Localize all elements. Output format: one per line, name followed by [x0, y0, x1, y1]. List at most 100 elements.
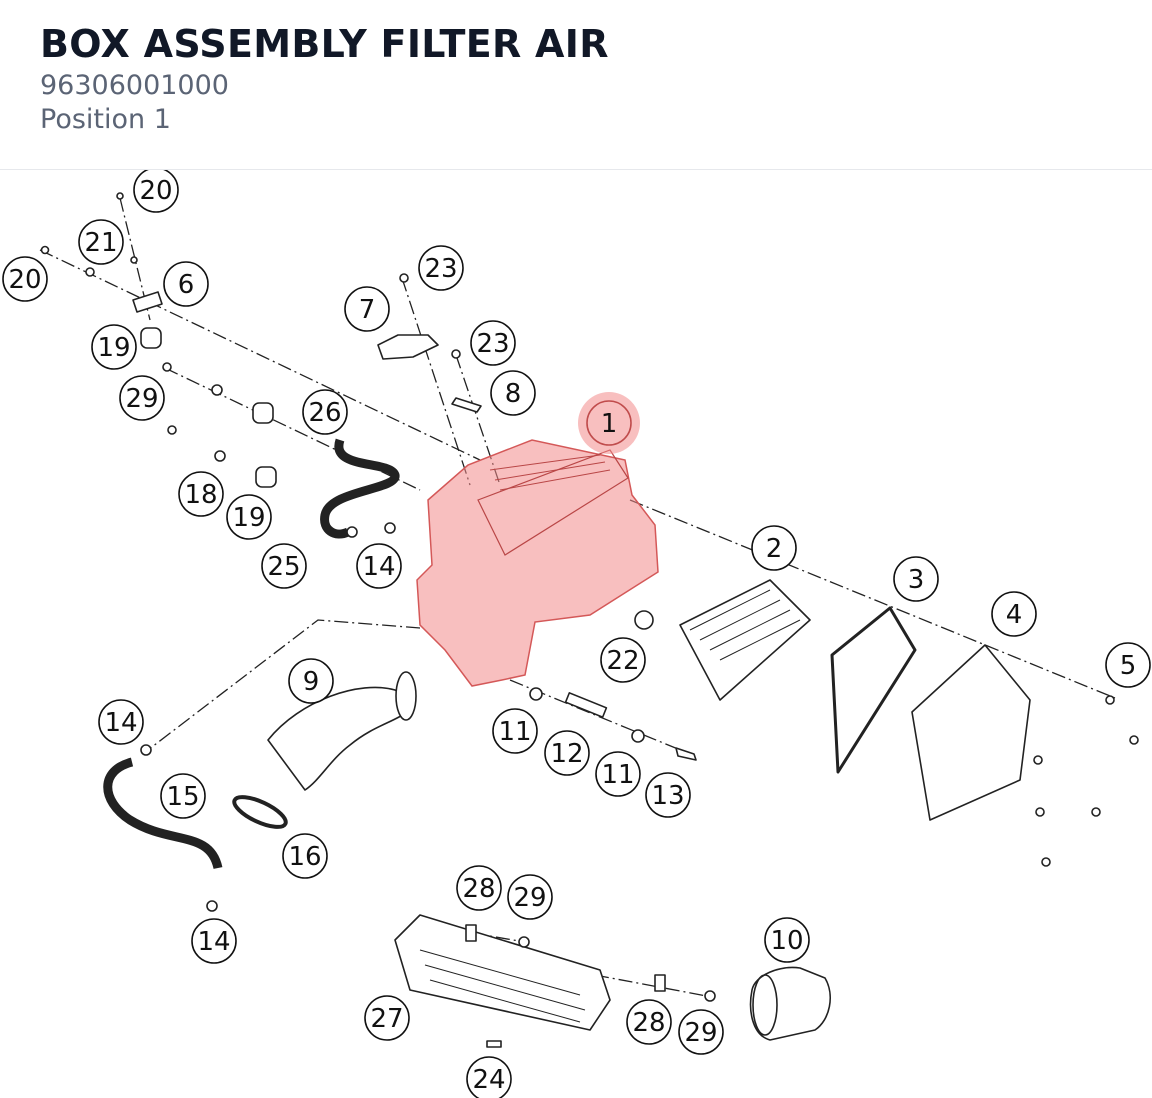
callout-19[interactable]: 19	[226, 494, 272, 540]
callout-22[interactable]: 22	[600, 637, 646, 683]
callout-label: 19	[232, 503, 265, 533]
callout-label: 12	[550, 739, 583, 769]
screw-part	[704, 990, 716, 1002]
callout-14[interactable]: 14	[356, 543, 402, 589]
clip-part	[206, 900, 218, 912]
clamp-part	[631, 729, 645, 743]
callout-16[interactable]: 16	[282, 833, 328, 879]
callout-circle	[678, 1009, 724, 1055]
callout-circle	[119, 375, 165, 421]
callout-4[interactable]: 4	[991, 591, 1037, 637]
callout-20[interactable]: 20	[133, 170, 179, 213]
cover-part	[911, 644, 1031, 821]
washer-part	[130, 256, 138, 264]
callout-label: 5	[1120, 651, 1137, 681]
callout-label: 24	[472, 1065, 505, 1095]
clip-part	[346, 526, 358, 538]
callout-23[interactable]: 23	[470, 320, 516, 366]
callout-11[interactable]: 11	[492, 708, 538, 754]
callout-circle	[418, 245, 464, 291]
callout-label: 26	[308, 398, 341, 428]
callout-label: 20	[139, 176, 172, 206]
callout-29[interactable]: 29	[119, 375, 165, 421]
callout-circle	[191, 918, 237, 964]
callout-28[interactable]: 28	[626, 999, 672, 1045]
callout-29[interactable]: 29	[507, 874, 553, 920]
callout-label: 28	[462, 874, 495, 904]
callout-label: 29	[684, 1018, 717, 1048]
callout-circle	[261, 543, 307, 589]
callout-9[interactable]: 9	[288, 658, 334, 704]
position-label: Position 1	[40, 104, 171, 135]
callout-10[interactable]: 10	[764, 917, 810, 963]
callout-label: 23	[424, 254, 457, 284]
page-header: BOX ASSEMBLY FILTER AIR 96306001000 Posi…	[0, 0, 1152, 170]
callout-circle	[344, 286, 390, 332]
hose-part	[320, 438, 400, 539]
callout-circle	[78, 219, 124, 265]
callout-8[interactable]: 8	[490, 370, 536, 416]
callout-circle	[751, 525, 797, 571]
screw-part	[451, 349, 461, 359]
callout-14[interactable]: 14	[98, 699, 144, 745]
damper-part	[140, 327, 162, 349]
washer-part	[85, 267, 95, 277]
clamp-part	[529, 687, 543, 701]
callout-11[interactable]: 11	[595, 751, 641, 797]
callout-27[interactable]: 27	[364, 995, 410, 1041]
callout-13[interactable]: 13	[645, 772, 691, 818]
air-filter-part	[679, 579, 811, 701]
callout-28[interactable]: 28	[456, 865, 502, 911]
callout-24[interactable]: 24	[466, 1056, 512, 1098]
callout-23[interactable]: 23	[418, 245, 464, 291]
callout-26[interactable]: 26	[302, 389, 348, 435]
callout-label: 1	[601, 409, 618, 439]
callout-label: 29	[513, 883, 546, 913]
hose-clamp-part	[232, 795, 288, 829]
screw-part	[518, 936, 530, 948]
lower-duct-part	[394, 914, 611, 1031]
screw-part	[1129, 735, 1139, 745]
callout-1[interactable]: 1	[578, 392, 640, 454]
callout-18[interactable]: 18	[178, 471, 224, 517]
callout-7[interactable]: 7	[344, 286, 390, 332]
callout-label: 29	[125, 384, 158, 414]
screw-part	[399, 273, 409, 283]
callout-circle	[626, 999, 672, 1045]
callout-circle	[893, 556, 939, 602]
callout-29[interactable]: 29	[678, 1009, 724, 1055]
callout-5[interactable]: 5	[1105, 642, 1151, 688]
callout-20[interactable]: 20	[2, 256, 48, 302]
callout-label: 25	[267, 552, 300, 582]
box-assembly-highlight	[416, 439, 659, 687]
callout-25[interactable]: 25	[261, 543, 307, 589]
callout-circle	[302, 389, 348, 435]
callout-label: 11	[601, 760, 634, 790]
callout-label: 21	[84, 228, 117, 258]
screw-part	[1035, 807, 1045, 817]
callout-14[interactable]: 14	[191, 918, 237, 964]
callout-circle	[98, 699, 144, 745]
callout-circle	[645, 772, 691, 818]
callout-15[interactable]: 15	[160, 773, 206, 819]
callout-19[interactable]: 19	[91, 324, 137, 370]
breather-hose-part	[103, 757, 223, 870]
intake-duct-part	[267, 686, 416, 791]
clip-part	[140, 744, 152, 756]
callout-6[interactable]: 6	[163, 261, 209, 307]
callout-circle	[163, 261, 209, 307]
callout-3[interactable]: 3	[893, 556, 939, 602]
screw-part	[1041, 857, 1051, 867]
callout-circle	[466, 1056, 512, 1098]
screw-part	[1091, 807, 1101, 817]
callout-label: 23	[476, 329, 509, 359]
callout-circle	[507, 874, 553, 920]
callout-label: 8	[505, 379, 522, 409]
callout-12[interactable]: 12	[544, 730, 590, 776]
washer-part	[211, 384, 223, 396]
callout-2[interactable]: 2	[751, 525, 797, 571]
clip-part	[486, 1040, 502, 1048]
callout-21[interactable]: 21	[78, 219, 124, 265]
